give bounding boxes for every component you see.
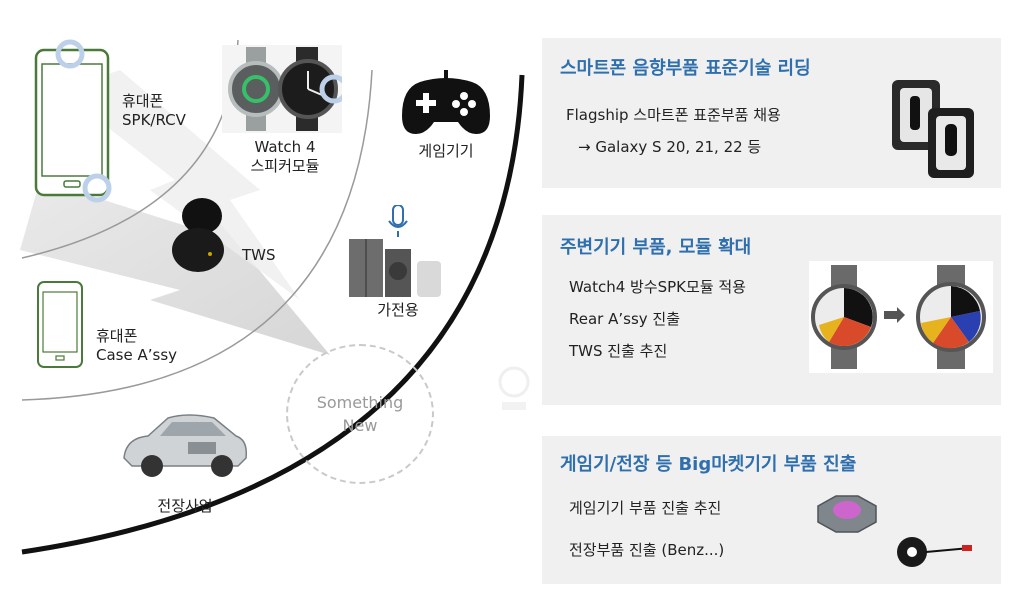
panel-title: 스마트폰 음향부품 표준기술 리딩 [560,58,811,79]
panel-line: TWS 진출 추진 [569,342,668,360]
tws-label: TWS [242,246,276,264]
panel-title: 게임기/전장 등 Big마켓기기 부품 진출 [560,454,857,475]
panel-big-market: 게임기/전장 등 Big마켓기기 부품 진출 게임기기 부품 진출 추진 전장부… [542,436,1001,584]
panel-line: 게임기기 부품 진출 추진 [569,499,722,517]
growth-arrow-upper [60,70,300,300]
watch-module-comparison-icon [809,261,993,373]
panel-peripheral-modules: 주변기기 부품, 모듈 확대 Watch4 방수SPK모듈 적용 Rear A’… [542,215,1001,405]
panel-line: Rear A’ssy 진출 [569,310,681,328]
automotive-buzzer-icon [897,537,972,567]
panel-line: Watch4 방수SPK모듈 적용 [569,278,746,296]
smartwatch-icon [222,45,342,133]
panel-line: Flagship 스마트폰 표준부품 채용 [566,106,781,124]
speaker-component-icon [892,80,974,178]
panel-title: 주변기기 부품, 모듈 확대 [560,237,752,258]
phone-case-label: 휴대폰 Case A’ssy [96,327,178,364]
watermark-icon [498,366,530,410]
earbuds-icon [172,198,224,272]
middle-arc [21,69,373,401]
growth-arrow [20,180,330,355]
watch-module-label: Watch 4 스피커모듈 [250,138,320,175]
gaming-device-label: 게임기기 [418,142,474,160]
panel-line: → Galaxy S 20, 21, 22 등 [578,138,762,156]
phone-case-icon [37,281,83,368]
gaming-part-icon [817,495,877,533]
car-icon [123,414,248,477]
panel-smartphone-leadership: 스마트폰 음향부품 표준기술 리딩 Flagship 스마트폰 표준부품 채용 … [542,38,1001,188]
panel-line: 전장부품 진출 (Benz...) [569,541,725,559]
gamepad-icon [402,70,490,134]
phone-spk-label: 휴대폰 SPK/RCV [122,92,186,129]
smartphone-icon [34,39,112,203]
automotive-label: 전장사업 [157,497,213,515]
something-new-circle: Something New [286,344,434,484]
appliance-icon [349,205,441,297]
appliance-label: 가전용 [377,301,419,319]
